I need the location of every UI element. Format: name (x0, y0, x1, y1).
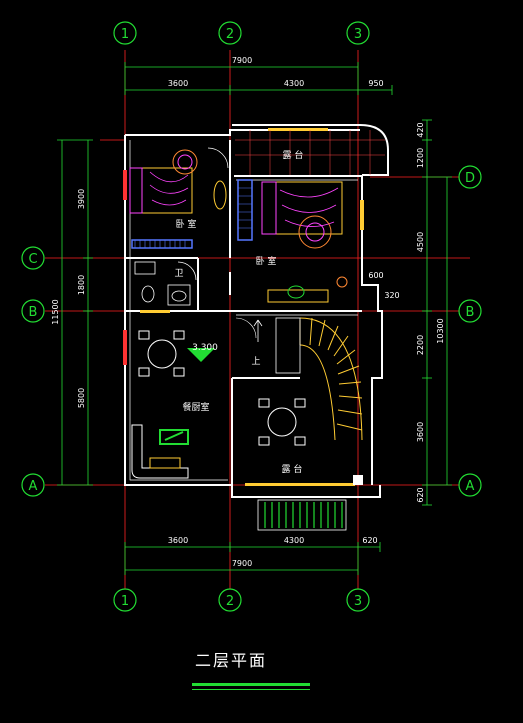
axis-label-c-left: C (28, 252, 37, 267)
axis-bubble-b-left (21, 299, 45, 323)
walls (124, 124, 389, 498)
dimension-labels: 7900 3600 4300 950 3600 4300 620 7900 39… (51, 56, 445, 568)
stair-landing (235, 317, 301, 374)
axis-label-3-bottom: 3 (354, 594, 362, 609)
terrace-post (353, 475, 363, 485)
dim-left-seg-1: 3900 (77, 189, 86, 209)
label-dining: 餐厨室 (182, 401, 209, 413)
axis-label-d-right: D (465, 171, 475, 186)
label-stair-up: 上 (251, 356, 260, 367)
dim-right-seg-6: 2200 (416, 335, 425, 355)
label-bedroom-right: 卧 室 (256, 255, 277, 267)
axis-bubble-labels: 1 2 3 1 2 3 C B A D B A (28, 27, 475, 609)
dim-left-seg-3: 5800 (77, 388, 86, 408)
axis-label-a-right: A (466, 479, 475, 494)
label-bathroom: 卫 (174, 269, 183, 279)
dining-table-terrace (258, 398, 306, 446)
dim-right-seg-2: 1200 (416, 148, 425, 168)
dim-right-seg-4: 600 (368, 271, 383, 280)
dim-left-total: 11500 (51, 299, 60, 324)
axis-label-a-left: A (29, 479, 38, 494)
bed-right (237, 179, 348, 303)
label-balcony-top: 露 台 (283, 149, 304, 161)
axis-bubbles (21, 21, 482, 612)
drawing-title: 二层平面 (195, 651, 267, 670)
axis-bubble-a-right (458, 473, 482, 497)
title-underline-thick (192, 683, 310, 686)
bed-left (129, 147, 229, 249)
axis-bubble-1-bottom (113, 588, 137, 612)
room-labels: 卧 室 卧 室 卫 露 台 餐厨室 露 台 上 3.300 (174, 149, 303, 475)
label-terrace: 露 台 (282, 463, 303, 475)
axis-label-2-bottom: 2 (226, 594, 234, 609)
terrace-steps (257, 499, 347, 531)
dim-top-bay-3: 950 (368, 79, 383, 88)
axis-bubble-c-left (21, 246, 45, 270)
dim-left-seg-2: 1800 (77, 275, 86, 295)
axis-label-b-right: B (466, 305, 475, 320)
axis-bubble-2-bottom (218, 588, 242, 612)
dim-top-bay-1: 3600 (168, 79, 188, 88)
dim-top-bay-2: 4300 (284, 79, 304, 88)
axis-bubble-1-top (113, 21, 137, 45)
dim-right-seg-8: 620 (416, 487, 425, 502)
dining-table-left (138, 330, 185, 377)
level-marker-icon (187, 348, 215, 362)
label-bedroom-left: 卧 室 (176, 218, 197, 230)
spiral-stair (299, 317, 363, 441)
axis-label-3-top: 3 (354, 27, 362, 42)
dim-bottom-bay-1: 3600 (168, 536, 188, 545)
title-underline-thin (192, 689, 310, 690)
axis-label-1-top: 1 (121, 27, 129, 42)
dim-right-seg-3: 4500 (416, 232, 425, 252)
dim-right-total: 10300 (436, 318, 445, 343)
dim-right-seg-7: 3600 (416, 422, 425, 442)
dim-top-total: 7900 (232, 56, 252, 65)
axis-label-b-left: B (29, 305, 38, 320)
axis-bubble-3-top (346, 21, 370, 45)
stove-icon (159, 429, 189, 445)
dimension-lines (57, 62, 452, 575)
windows (123, 128, 364, 486)
axis-label-1-bottom: 1 (121, 594, 129, 609)
axis-bubble-b-right (458, 299, 482, 323)
stove-detail (164, 431, 184, 441)
axis-label-2-top: 2 (226, 27, 234, 42)
axis-bubble-a-left (21, 473, 45, 497)
wall-inner-lines (129, 140, 358, 481)
kitchen-counter (131, 424, 189, 479)
balcony-tiles (235, 130, 385, 175)
bathroom-fixtures (134, 261, 197, 306)
dim-right-seg-5: 320 (384, 291, 399, 300)
axis-bubble-3-bottom (346, 588, 370, 612)
dim-bottom-total: 7900 (232, 559, 252, 568)
dim-bottom-bay-3: 620 (362, 536, 377, 545)
level-mark-text: 3.300 (192, 343, 218, 353)
dim-bottom-bay-2: 4300 (284, 536, 304, 545)
axis-bubble-2-top (218, 21, 242, 45)
axis-bubble-d-right (458, 165, 482, 189)
dim-right-seg-1: 420 (416, 122, 425, 137)
